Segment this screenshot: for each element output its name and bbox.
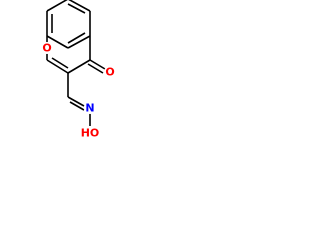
bond-c8a-c4a	[67, 35, 91, 49]
bond-c4-o-upper	[89, 59, 106, 70]
bond-c2-c3-inner	[51, 57, 69, 69]
pyranone-ring	[46, 36, 91, 74]
molecule-drawing: O O N HO	[41, 0, 116, 140]
carbonyl-oxygen-label: O	[105, 66, 114, 79]
bond-c8-c8a	[46, 35, 69, 49]
oxime-nitrogen-label: N	[85, 102, 94, 115]
hydroxyl-label: HO	[81, 127, 100, 140]
atom-labels: O O N HO	[41, 42, 116, 140]
bond-c5-c6-inner	[67, 3, 86, 14]
benzene-ring	[46, 0, 91, 49]
carbonyl-group	[87, 59, 106, 74]
bond-c8a-c4a-inner	[67, 32, 86, 44]
bond-ch-n-lower	[69, 101, 85, 111]
bond-c6-c7	[46, 0, 68, 12]
bond-ch-n-upper	[67, 96, 85, 107]
structure-diagram: O O N HO	[0, 0, 150, 150]
oxime-chain	[67, 73, 91, 126]
bond-c3-c2	[46, 59, 69, 74]
bond-c4-o-lower	[87, 63, 104, 74]
bond-c5-c6	[68, 0, 91, 12]
bond-c4-c3	[67, 59, 91, 74]
ring-oxygen-label: O	[42, 42, 51, 55]
